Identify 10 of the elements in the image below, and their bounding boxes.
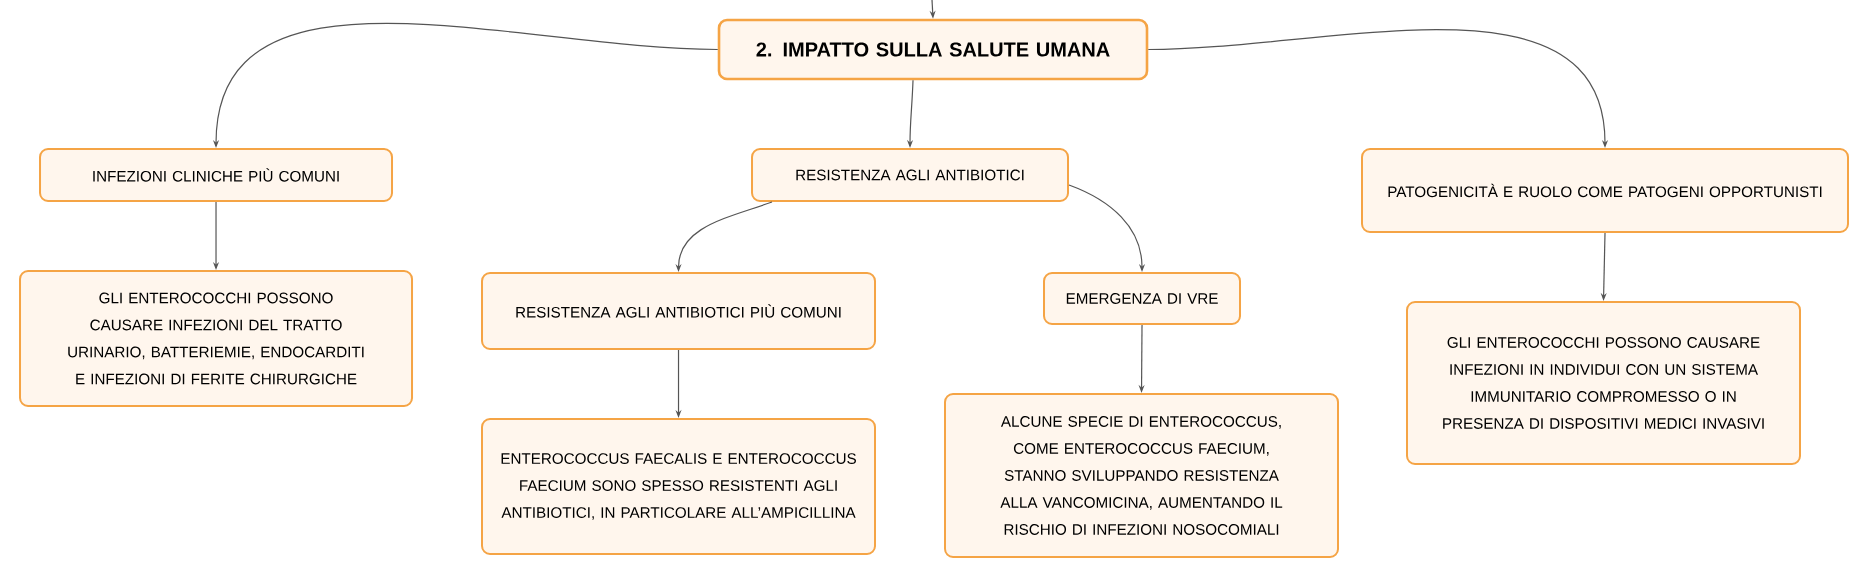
topic-box: 2. IMPATTO SULLA SALUTE UMANA <box>717 18 1149 81</box>
concept-box: PATOGENICITÀ E RUOLO COME PATOGENI OPPORTUNISTI <box>1361 148 1849 233</box>
concept-box: GLI ENTEROCOCCHI POSSONO CAUSARE INFEZIONI DEL TRATTO URINARIO, BATTERIEMIE, ENDOCARDITI E INFEZIONI DI FERITE CHIRURGICHE <box>19 270 413 407</box>
concept-box: RESISTENZA AGLI ANTIBIOTICI PIÙ COMUNI <box>481 272 876 350</box>
concept-box: RESISTENZA AGLI ANTIBIOTICI <box>751 148 1069 202</box>
concept-box: GLI ENTEROCOCCHI POSSONO CAUSARE INFEZIONI IN INDIVIDUI CON UN SISTEMA IMMUNITARIO COMPROMESSO O IN PRESENZA DI DISPOSITIVI MEDICI INVASIVI <box>1406 301 1801 465</box>
concept-box: ALCUNE SPECIE DI ENTEROCOCCUS, COME ENTEROCOCCUS FAECIUM, STANNO SVILUPPANDO RESISTENZA ALLA VANCOMICINA, AUMENTANDO IL RISCHIO DI INFEZIONI NOSOCOMIALI <box>944 393 1339 558</box>
concept-box: INFEZIONI CLINICHE PIÙ COMUNI <box>39 148 393 202</box>
concept-box: EMERGENZA DI VRE <box>1043 272 1241 325</box>
concept-box: ENTEROCOCCUS FAECALIS E ENTEROCOCCUS FAECIUM SONO SPESSO RESISTENTI AGLI ANTIBIOTICI, IN PARTICOLARE ALL’AMPICILLINA <box>481 418 876 555</box>
